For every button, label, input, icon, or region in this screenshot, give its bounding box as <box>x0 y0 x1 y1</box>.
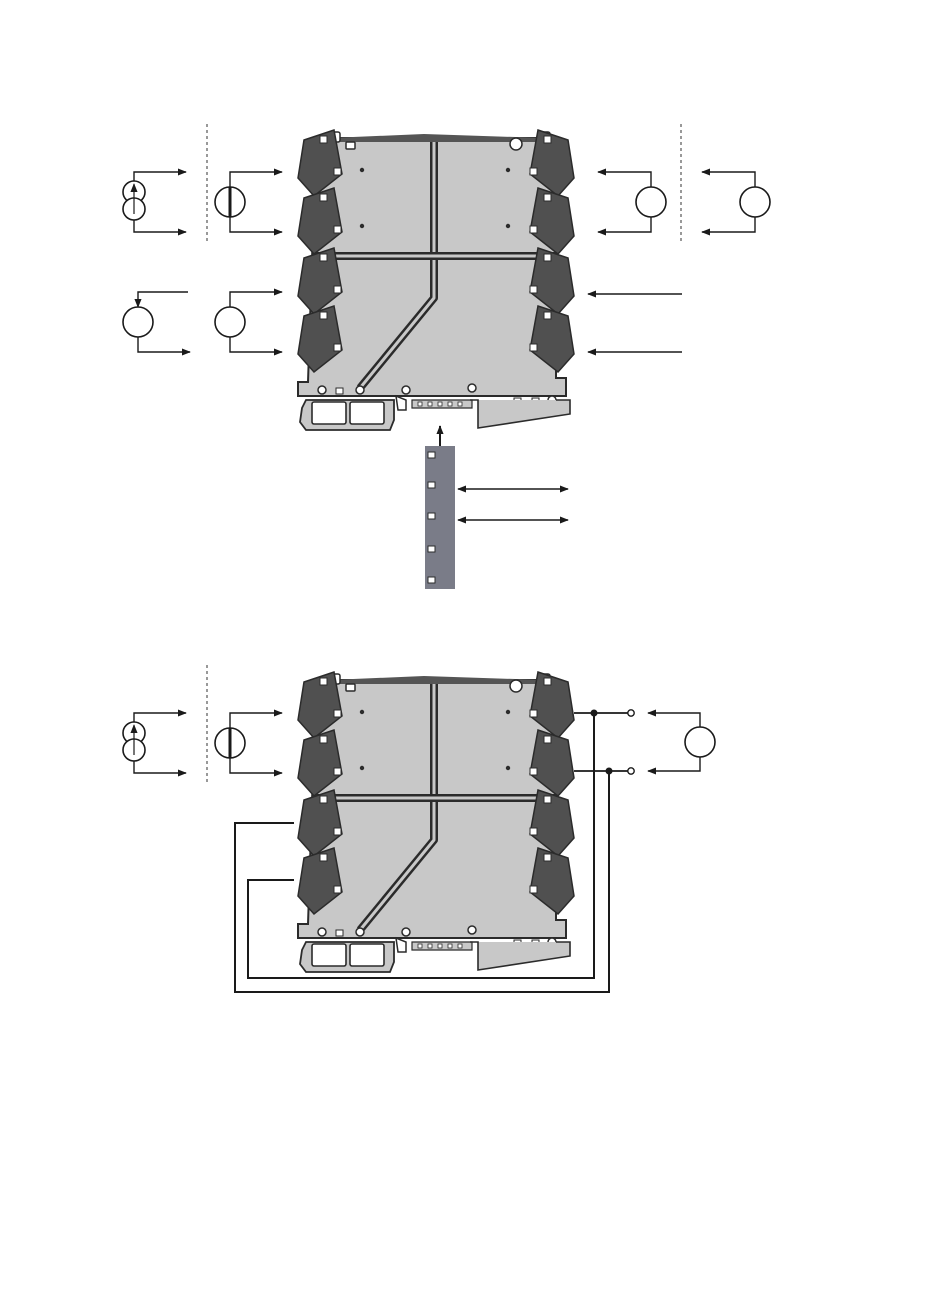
current-source-icon <box>123 722 145 761</box>
load-icon <box>685 727 715 757</box>
wire-in2-outer-bottom <box>138 337 190 352</box>
open-terminal-icon <box>628 710 634 716</box>
wire-in-outer-bottom <box>134 761 186 773</box>
wire-out-inner-bottom <box>598 217 651 232</box>
voltage-source-icon <box>215 728 245 758</box>
wire-out-inner-top <box>598 172 651 187</box>
wire-in-inner-bottom <box>230 758 282 773</box>
load-icon <box>740 187 770 217</box>
load-icon <box>636 187 666 217</box>
open-terminal-icon <box>628 768 634 774</box>
load-icon <box>215 307 245 337</box>
module-housing-top <box>298 130 574 430</box>
wire-in1-inner-top <box>230 172 282 187</box>
load-icon <box>123 307 153 337</box>
voltage-source-icon <box>215 187 245 217</box>
wire-in1-inner-bottom <box>230 217 282 232</box>
wire-out-top <box>648 713 700 727</box>
wire-in1-outer-top <box>134 172 186 181</box>
current-source-icon <box>123 181 145 220</box>
bus-connector <box>425 446 455 589</box>
wire-in2-inner-bottom <box>230 337 282 352</box>
wire-in2-inner-top <box>230 292 282 307</box>
diagram-1 <box>123 124 770 589</box>
module-housing-bottom <box>298 672 574 972</box>
wire-in1-outer-bottom <box>134 220 186 232</box>
wire-out-bottom <box>648 757 700 771</box>
wire-out-outer-top <box>702 172 755 187</box>
wire-in-inner-top <box>230 713 282 728</box>
wire-in-outer-top <box>134 713 186 722</box>
diagram-2 <box>123 665 715 992</box>
wire-in2-outer-top <box>138 292 188 307</box>
wire-out-outer-bottom <box>702 217 755 232</box>
